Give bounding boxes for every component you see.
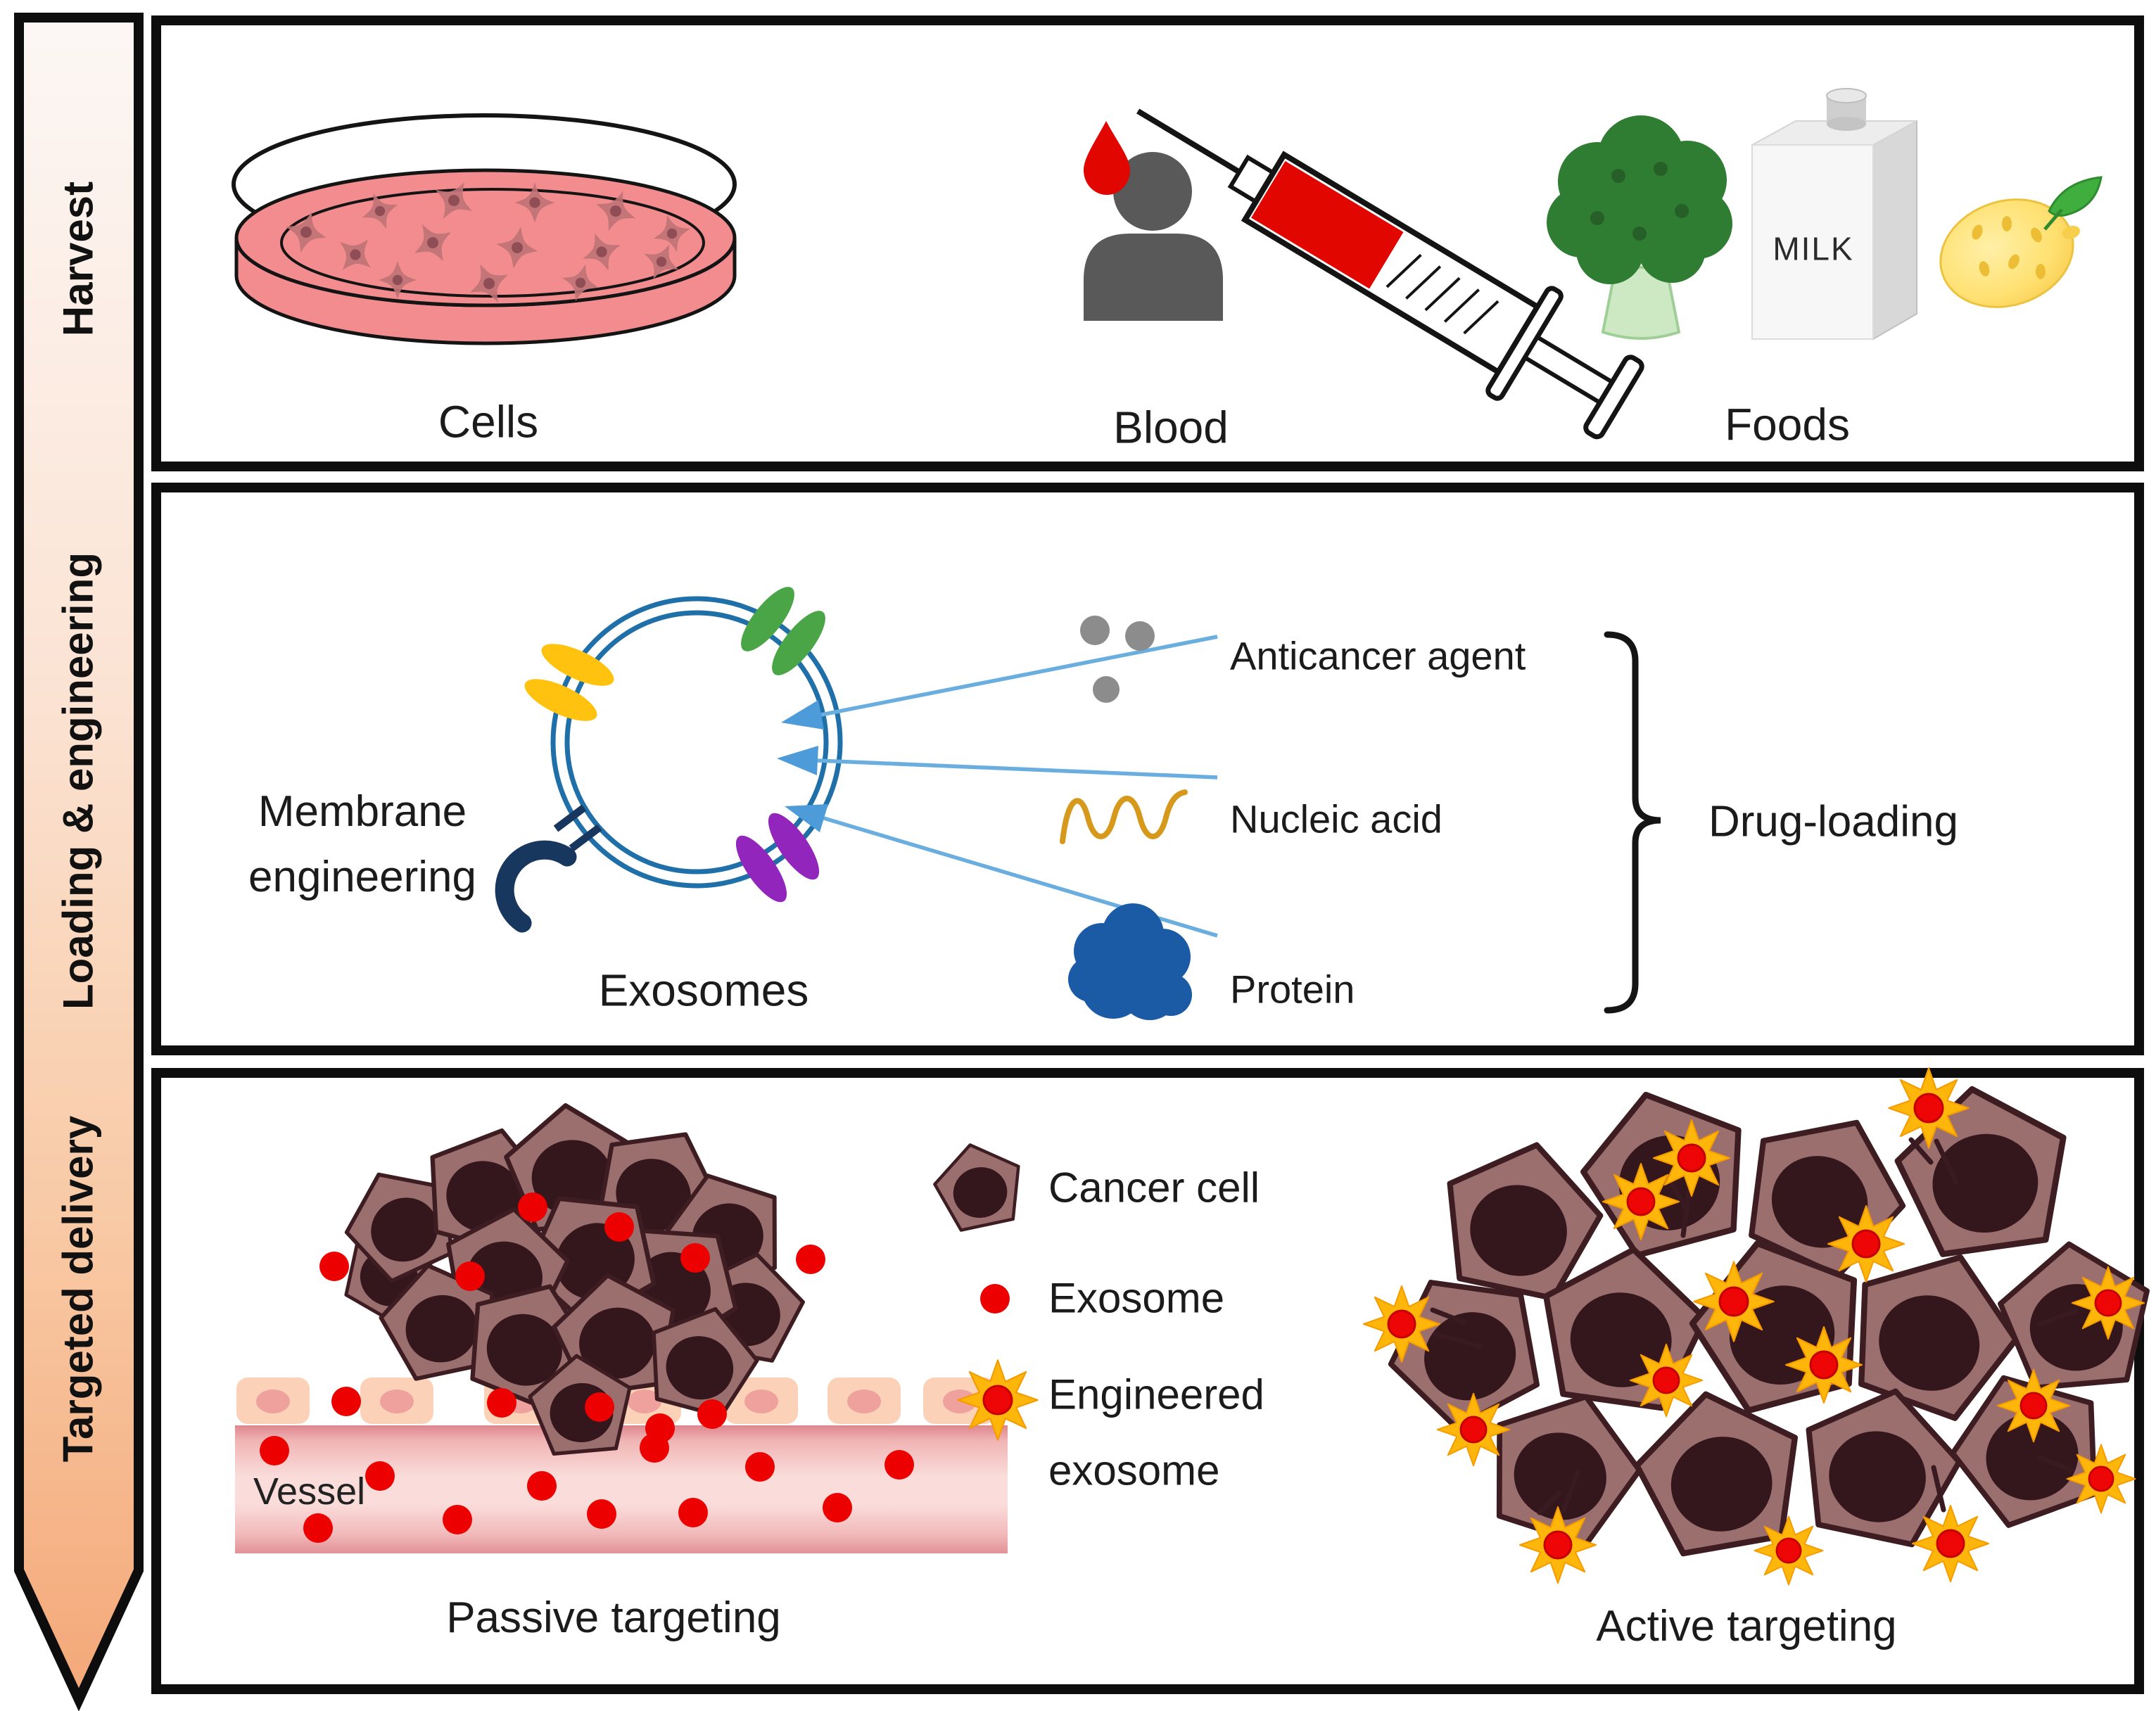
legend-exosome-label: Exosome bbox=[1048, 1274, 1225, 1322]
milk-carton-text: MILK bbox=[1773, 230, 1854, 267]
membrane-engineering-line2: engineering bbox=[248, 853, 477, 901]
banner-label-harvest: Harvest bbox=[54, 181, 102, 337]
legend-cancer-cell-label: Cancer cell bbox=[1048, 1164, 1260, 1211]
nucleic-acid-label: Nucleic acid bbox=[1230, 796, 1442, 841]
cells-label: Cells bbox=[438, 396, 539, 447]
drug-loading-label: Drug-loading bbox=[1708, 797, 1958, 846]
banner-label-targeted-delivery: Targeted delivery bbox=[54, 1115, 102, 1463]
membrane-engineering-label: Membrane engineering bbox=[248, 779, 476, 910]
legend-engineered-label-line1: Engineered bbox=[1048, 1370, 1264, 1418]
panel-loading bbox=[151, 483, 2144, 1055]
anticancer-agent-label: Anticancer agent bbox=[1230, 633, 1526, 678]
active-targeting-label: Active targeting bbox=[1596, 1601, 1897, 1650]
protein-label: Protein bbox=[1230, 967, 1355, 1012]
legend-engineered-label-line2: exosome bbox=[1048, 1446, 1220, 1494]
banner-label-loading-engineering: Loading & engineering bbox=[54, 552, 102, 1010]
vessel-label: Vessel bbox=[253, 1470, 366, 1513]
foods-label: Foods bbox=[1725, 399, 1850, 450]
membrane-engineering-line1: Membrane bbox=[258, 787, 467, 836]
blood-label: Blood bbox=[1113, 402, 1229, 453]
exosomes-label: Exosomes bbox=[598, 965, 809, 1016]
passive-targeting-label: Passive targeting bbox=[446, 1593, 781, 1642]
